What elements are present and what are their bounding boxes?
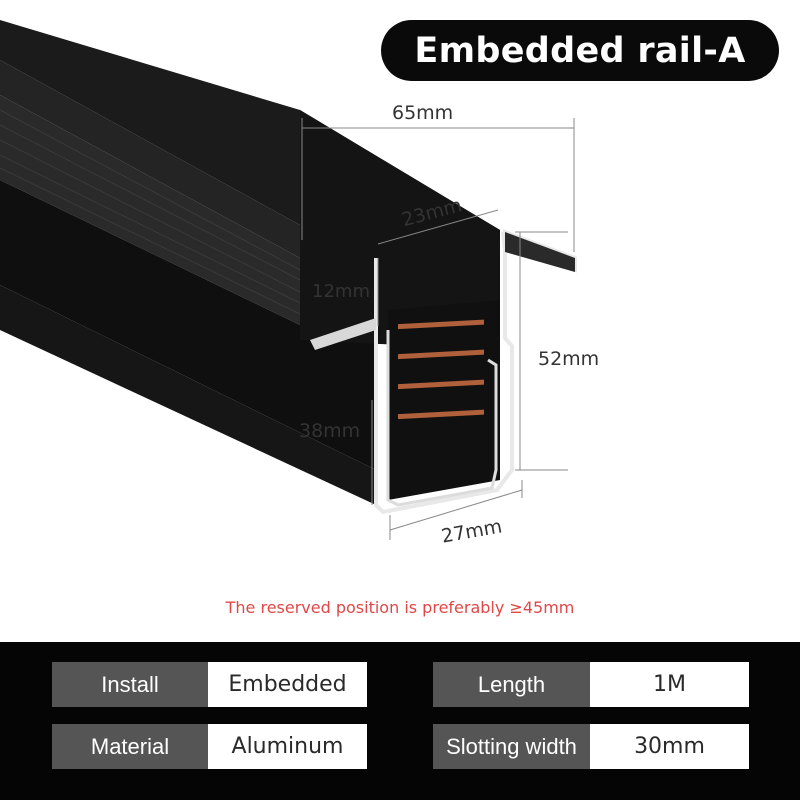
- dim-top-width: 65mm: [392, 102, 454, 124]
- spec-value-material: Aluminum: [208, 724, 367, 769]
- dim-total-height: 52mm: [538, 348, 600, 370]
- title-text: Embedded rail-A: [414, 30, 746, 71]
- dim-lip-height: 12mm: [312, 281, 370, 302]
- rail-body: [0, 20, 500, 505]
- spec-label-slotting-width: Slotting width: [433, 724, 590, 769]
- dimension-lines: [301, 118, 575, 540]
- spec-value-install: Embedded: [208, 662, 367, 707]
- spec-value-slotting-width: 30mm: [590, 724, 749, 769]
- rail-illustration: [0, 20, 577, 540]
- title-badge: Embedded rail-A: [381, 20, 779, 81]
- copper-strips: [398, 319, 484, 420]
- spec-label-material: Material: [52, 724, 208, 769]
- rail-cross-section: [310, 229, 577, 515]
- spec-label-length: Length: [433, 662, 590, 707]
- spec-label-install: Install: [52, 662, 208, 707]
- reserved-position-note: The reserved position is preferably ≥45m…: [225, 598, 575, 617]
- spec-value-length: 1M: [590, 662, 749, 707]
- dim-body-height: 38mm: [299, 420, 361, 442]
- spec-panel: Install Embedded Length 1M Material Alum…: [0, 642, 800, 800]
